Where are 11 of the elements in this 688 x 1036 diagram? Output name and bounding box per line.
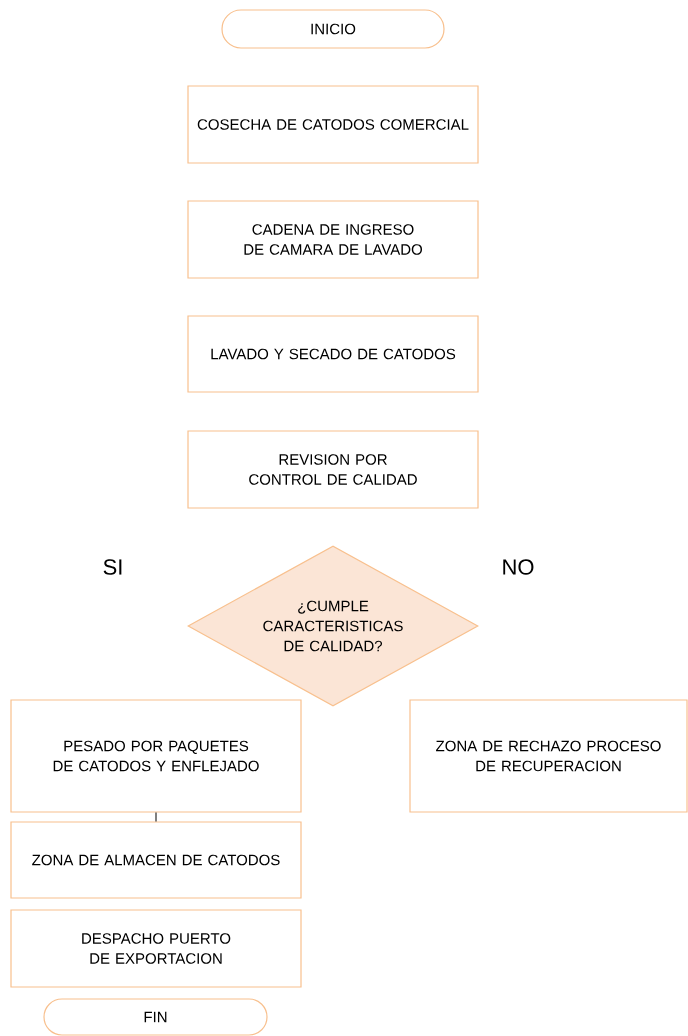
connector-line xyxy=(155,812,157,822)
branch-label: SI xyxy=(103,559,122,575)
process-box: ZONA DE RECHAZO PROCESO DE RECUPERACION xyxy=(409,699,688,813)
branch-label: NO xyxy=(503,559,534,575)
process-box: PESADO POR PAQUETES DE CATODOS Y ENFLEJADO xyxy=(10,699,302,813)
process-box: DESPACHO PUERTO DE EXPORTACION xyxy=(10,909,302,988)
process-box: CADENA DE INGRESO DE CAMARA DE LAVADO xyxy=(187,200,479,279)
process-box: LAVADO Y SECADO DE CATODOS xyxy=(187,315,479,393)
process-box: COSECHA DE CATODOS COMERCIAL xyxy=(187,85,479,164)
process-box: REVISION POR CONTROL DE CALIDAD xyxy=(187,430,479,509)
process-box: ZONA DE ALMACEN DE CATODOS xyxy=(10,821,302,899)
